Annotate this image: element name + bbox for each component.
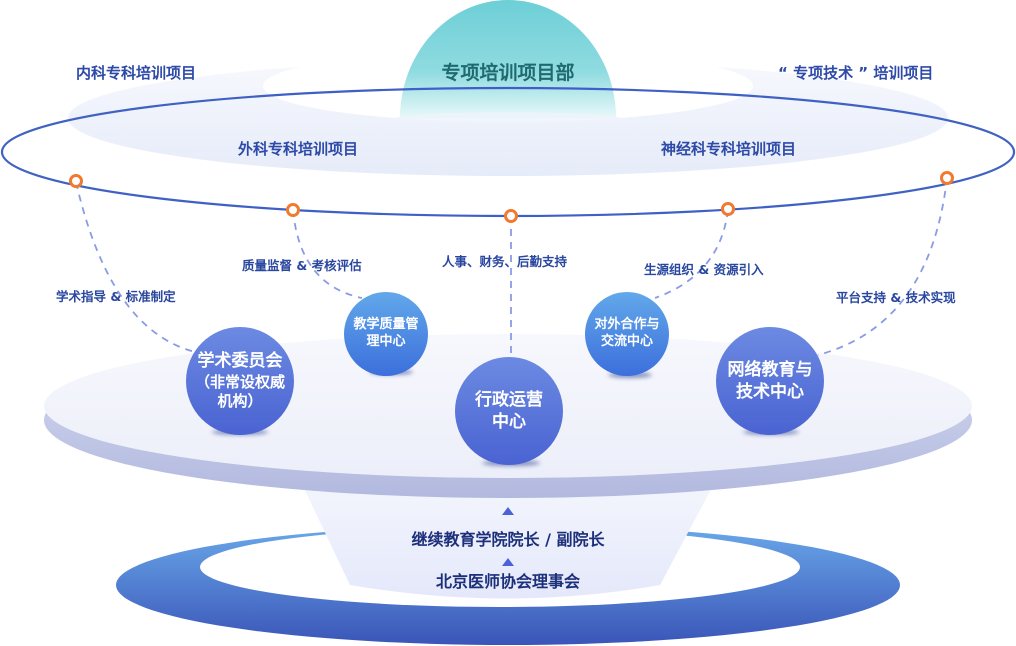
node-line: 技术中心 xyxy=(736,382,804,402)
orbit-node xyxy=(286,203,300,217)
department-title: 专项培训项目部 xyxy=(441,62,575,84)
orbit-node xyxy=(721,202,735,216)
label-enrollment: 生源组织 & 资源引入 xyxy=(644,262,764,277)
connector-cooperation xyxy=(654,209,729,299)
node-line: （非常设权威 xyxy=(194,372,285,391)
funnel xyxy=(300,480,716,599)
center-academic-committee[interactable]: 学术委员会 （非常设权威 机构） xyxy=(186,327,294,435)
label-platform-support: 平台支持 & 技术实现 xyxy=(836,290,956,305)
node-line: 对外合作与 xyxy=(594,317,660,333)
node-line: 学术委员会 xyxy=(197,351,283,372)
center-network-education[interactable]: 网络教育与 技术中心 xyxy=(716,327,824,435)
orbit-node xyxy=(69,174,83,188)
connector-network xyxy=(817,177,948,356)
label-academic-guidance: 学术指导 & 标准制定 xyxy=(56,289,176,304)
program-neurology: 神经科专科培训项目 xyxy=(661,140,797,158)
connector-academic xyxy=(75,181,196,353)
orbit-nodes xyxy=(69,171,954,223)
node-line: 机构） xyxy=(217,392,263,411)
program-special-technique: “ 专项技术 ” 培训项目 xyxy=(778,64,934,82)
program-surgery: 外科专科培训项目 xyxy=(238,140,359,158)
arrow-up-icon xyxy=(502,507,514,515)
label-quality-supervision: 质量监督 & 考核评估 xyxy=(242,258,362,273)
program-internal-medicine: 内科专科培训项目 xyxy=(76,64,197,82)
council-label: 北京医师协会理事会 xyxy=(435,572,580,591)
arrow-up-icon xyxy=(502,558,514,566)
center-administration[interactable]: 行政运营 中心 xyxy=(455,357,563,465)
orbit-node xyxy=(504,209,518,223)
node-line: 理中心 xyxy=(366,334,406,349)
dean-label: 继续教育学院院长 / 副院长 xyxy=(411,530,605,549)
connector-quality xyxy=(292,209,363,299)
orbit-node xyxy=(940,171,954,185)
label-admin-support: 人事、财务、后勤支持 xyxy=(442,254,568,269)
center-external-cooperation[interactable]: 对外合作与 交流中心 xyxy=(585,292,669,376)
connector-lines xyxy=(75,177,948,356)
node-line: 教学质量管 xyxy=(353,317,419,333)
node-line: 网络教育与 xyxy=(727,359,813,380)
node-line: 中心 xyxy=(492,412,526,432)
node-line: 行政运营 xyxy=(475,389,543,410)
center-teaching-quality[interactable]: 教学质量管 理中心 xyxy=(344,292,428,376)
node-line: 交流中心 xyxy=(600,334,653,349)
